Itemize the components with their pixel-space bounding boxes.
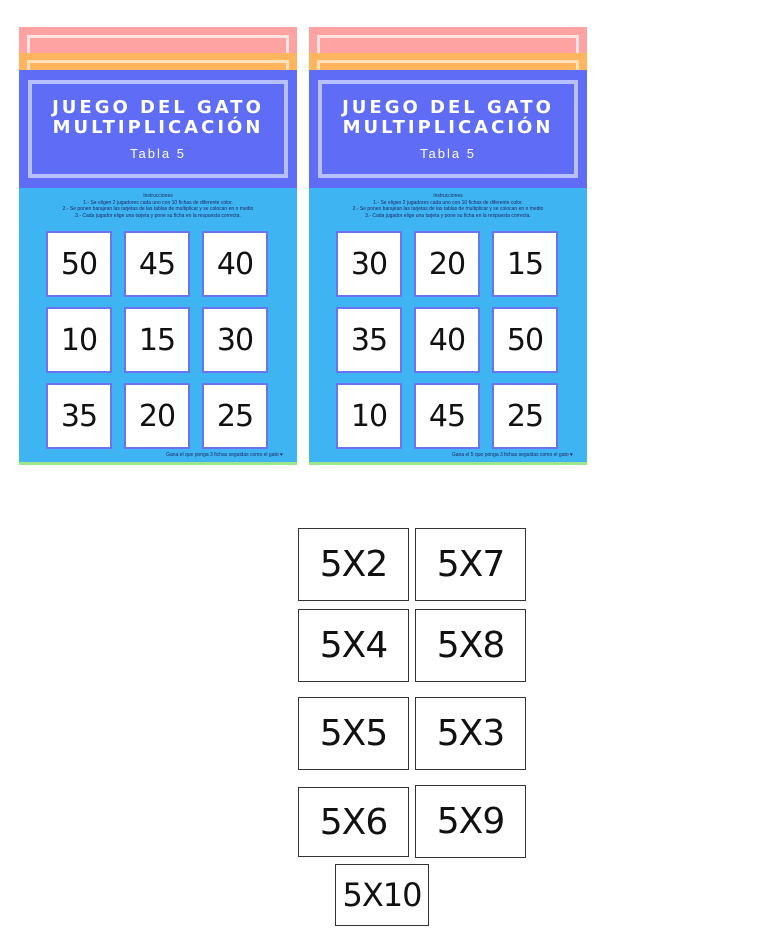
board-header-frame: JUEGO DEL GATO MULTIPLICACIÓN Tabla 5 <box>28 80 288 178</box>
board-header: JUEGO DEL GATO MULTIPLICACIÓN Tabla 5 <box>19 70 297 188</box>
board-title-line-2: MULTIPLICACIÓN <box>342 116 554 138</box>
pink-stripe <box>19 27 297 53</box>
board-cell[interactable]: 40 <box>414 307 480 373</box>
multiplication-card[interactable]: 5X4 <box>298 609 409 682</box>
multiplication-card[interactable]: 5X10 <box>335 864 429 926</box>
multiplication-card[interactable]: 5X2 <box>298 528 409 601</box>
board-cell[interactable]: 35 <box>46 383 112 449</box>
green-bottom-strip <box>19 462 297 465</box>
board-cell[interactable]: 50 <box>46 231 112 297</box>
multiplication-card[interactable]: 5X7 <box>415 528 526 601</box>
instructions: Instrucciones 1.- Se eligen 2 jugadores … <box>19 193 297 219</box>
board-cell[interactable]: 30 <box>336 231 402 297</box>
instruction-line: 2.- Se ponen barajean las tarjetas de la… <box>352 206 544 212</box>
board-cell[interactable]: 25 <box>202 383 268 449</box>
board-cell[interactable]: 15 <box>492 231 558 297</box>
green-bottom-strip <box>309 462 587 465</box>
instruction-line: 3.- Cada jugador elige una tarjeta y pon… <box>75 212 241 219</box>
board-cell[interactable]: 40 <box>202 231 268 297</box>
pink-stripe-frame <box>27 35 289 53</box>
board-cell[interactable]: 10 <box>336 383 402 449</box>
board-grid: 30 20 15 35 40 50 10 45 25 <box>336 231 561 449</box>
board-cell[interactable]: 20 <box>124 383 190 449</box>
board-footer-note: Gana el que ponga 3 fichas seguidas como… <box>166 452 283 458</box>
board-cell[interactable]: 15 <box>124 307 190 373</box>
board-cell[interactable]: 45 <box>124 231 190 297</box>
board-cell[interactable]: 10 <box>46 307 112 373</box>
multiplication-card[interactable]: 5X3 <box>415 697 526 770</box>
game-board-left: JUEGO DEL GATO MULTIPLICACIÓN Tabla 5 In… <box>19 27 297 465</box>
board-cell[interactable]: 30 <box>202 307 268 373</box>
instructions: Instrucciones 1.- Se eligen 2 jugadores … <box>309 193 587 219</box>
multiplication-card[interactable]: 5X6 <box>298 787 409 857</box>
instruction-line: 2.- Se ponen barajean las tarjetas de la… <box>62 206 254 212</box>
board-title-line-1: JUEGO DEL GATO <box>342 96 554 118</box>
orange-stripe-frame <box>317 60 579 70</box>
board-header: JUEGO DEL GATO MULTIPLICACIÓN Tabla 5 <box>309 70 587 188</box>
board-cell[interactable]: 45 <box>414 383 480 449</box>
instructions-title: Instrucciones <box>433 193 463 199</box>
board-title-line-1: JUEGO DEL GATO <box>52 96 264 118</box>
instruction-line: 3.- Cada jugador elige una tarjeta y pon… <box>365 212 531 219</box>
orange-stripe-frame <box>27 60 289 70</box>
board-header-frame: JUEGO DEL GATO MULTIPLICACIÓN Tabla 5 <box>318 80 578 178</box>
instruction-line: 1.- Se eligen 2 jugadores cada uno con 1… <box>83 199 233 206</box>
board-title-line-2: MULTIPLICACIÓN <box>52 116 264 138</box>
multiplication-card[interactable]: 5X9 <box>415 785 526 858</box>
board-subtitle: Tabla 5 <box>130 145 186 161</box>
pink-stripe-frame <box>317 35 579 53</box>
multiplication-card[interactable]: 5X5 <box>298 697 409 770</box>
multiplication-card[interactable]: 5X8 <box>415 609 526 682</box>
board-subtitle: Tabla 5 <box>420 145 476 161</box>
board-footer-note: Gana el 5 que ponga 3 fichas seguidas co… <box>451 452 573 458</box>
pink-stripe <box>309 27 587 53</box>
board-cell[interactable]: 35 <box>336 307 402 373</box>
board-cell[interactable]: 25 <box>492 383 558 449</box>
board-cell[interactable]: 50 <box>492 307 558 373</box>
instructions-title: Instrucciones <box>143 193 173 199</box>
board-cell[interactable]: 20 <box>414 231 480 297</box>
board-grid: 50 45 40 10 15 30 35 20 25 <box>46 231 271 449</box>
game-board-right: JUEGO DEL GATO MULTIPLICACIÓN Tabla 5 In… <box>309 27 587 465</box>
instruction-line: 1.- Se eligen 2 jugadores cada uno con 1… <box>373 199 523 206</box>
